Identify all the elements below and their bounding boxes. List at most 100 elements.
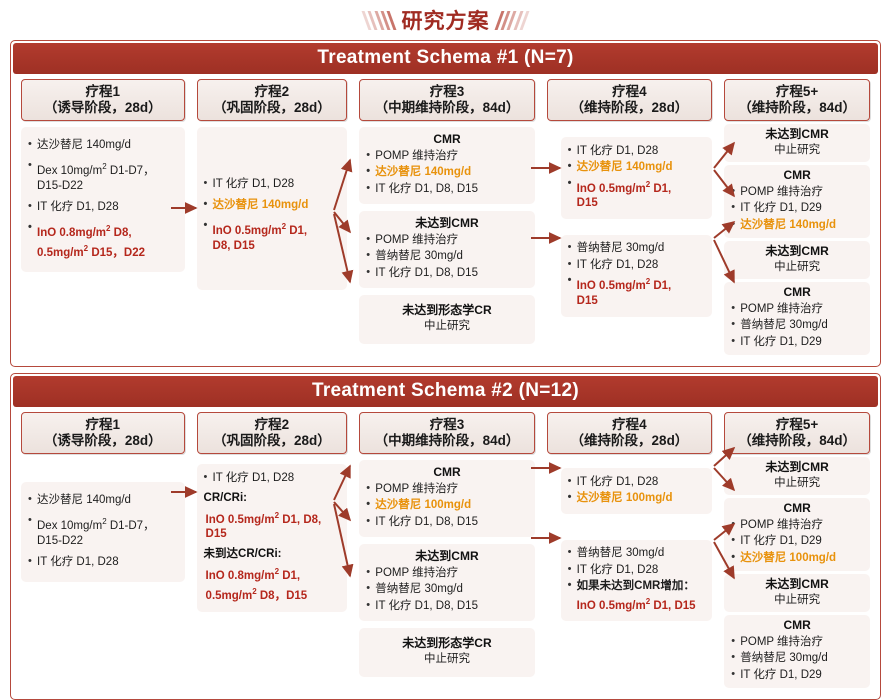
list-item: IT 化疗 D1, D28 [28, 554, 178, 570]
no-cr-cri-label: 未到达CR/CRi: [203, 548, 282, 561]
box-title: 未达到CMR [415, 216, 479, 230]
box-subtitle: 中止研究 [774, 594, 821, 606]
list-item: POMP 维持治疗 [731, 301, 863, 317]
schema-2-header: Treatment Schema #2 (N=12) [13, 376, 878, 407]
list-item: 如果未达到CMR增加：InO 0.5mg/m2 D1, D15 [568, 578, 706, 614]
list-item: 普纳替尼 30mg/d [366, 581, 527, 597]
box-subtitle: 中止研究 [774, 144, 821, 156]
box-subtitle: 中止研究 [423, 653, 470, 665]
list-item: InO 0.5mg/m2 D1,D15 [568, 176, 706, 212]
column-header-cycle-2: 疗程2 （巩固阶段，28d） [196, 79, 348, 121]
box-title: 未达到CMR [765, 460, 829, 474]
list-item: 达沙替尼 140mg/d [366, 164, 527, 180]
s2-c3-nocmr-box: 未达到CMR POMP 维持治疗 普纳替尼 30mg/d IT 化疗 D1, D… [359, 544, 535, 621]
list-item: POMP 维持治疗 [366, 232, 527, 248]
column-phase: （中期维持阶段，84d） [374, 432, 520, 448]
list-item: 普纳替尼 30mg/d [731, 650, 863, 666]
s2-c5-box-4: CMR POMP 维持治疗 普纳替尼 30mg/d IT 化疗 D1, D29 [724, 615, 870, 688]
list-item: POMP 维持治疗 [731, 184, 863, 200]
schema2-column-1: 疗程1 （诱导阶段，28d） 达沙替尼 140mg/d Dex 10mg/m2 … [15, 412, 191, 695]
cr-cri-dose: InO 0.5mg/m2 D1, D8,D15 [205, 510, 322, 541]
list-item: POMP 维持治疗 [731, 517, 863, 533]
column-phase: （巩固阶段，28d） [213, 99, 331, 115]
column-name: 疗程3 [429, 417, 465, 432]
s1-c3-nocmr-box: 未达到CMR POMP 维持治疗 普纳替尼 30mg/d IT 化疗 D1, D… [359, 211, 535, 288]
s2-c3-cmr-box: CMR POMP 维持治疗 达沙替尼 100mg/d IT 化疗 D1, D8,… [359, 460, 535, 537]
schema1-column-4: 疗程4 （维持阶段，28d） IT 化疗 D1, D28 达沙替尼 140mg/… [541, 79, 719, 362]
s1-c5-box-2: CMR POMP 维持治疗 IT 化疗 D1, D29 达沙替尼 140mg/d [724, 165, 870, 238]
list-item: 普纳替尼 30mg/d [568, 240, 706, 256]
column-header-cycle-1: 疗程1 （诱导阶段，28d） [21, 412, 185, 454]
s1-c2-box: IT 化疗 D1, D28 达沙替尼 140mg/d InO 0.5mg/m2 … [196, 127, 348, 290]
list-item: IT 化疗 D1, D29 [731, 334, 863, 350]
box-title: 未达到CMR [765, 244, 829, 258]
column-phase: （维持阶段，28d） [570, 432, 689, 448]
column-header-cycle-3: 疗程3 （中期维持阶段，84d） [359, 79, 535, 121]
column-header-cycle-4: 疗程4 （维持阶段，28d） [546, 412, 713, 454]
no-cr-cri-dose: InO 0.8mg/m2 D1,0.5mg/m2 D8，D15 [205, 567, 308, 602]
column-name: 疗程2 [254, 417, 290, 432]
list-item: IT 化疗 D1, D8, D15 [366, 181, 527, 197]
list-item: 普纳替尼 30mg/d [731, 317, 863, 333]
box-title: 未达到CMR [765, 127, 829, 141]
s2-c5-box-1: 未达到CMR 中止研究 [724, 457, 870, 495]
column-name: 疗程3 [429, 84, 465, 99]
list-item: 达沙替尼 140mg/d [28, 492, 178, 508]
s2-c2-box: IT 化疗 D1, D28 CR/CRi: InO 0.5mg/m2 D1, D… [196, 464, 348, 612]
column-name: 疗程4 [612, 84, 647, 99]
s2-c3-nocr-box: 未达到形态学CR 中止研究 [359, 628, 535, 677]
list-item: IT 化疗 D1, D28 [568, 143, 706, 159]
list-item: POMP 维持治疗 [366, 148, 527, 164]
box-subtitle: 中止研究 [774, 477, 821, 489]
list-item: IT 化疗 D1, D8, D15 [366, 265, 527, 281]
page-title: 研究方案 [401, 10, 490, 33]
list-item: 达沙替尼 100mg/d [731, 550, 863, 566]
s1-c1-box: 达沙替尼 140mg/d Dex 10mg/m2 D1-D7，D15-D22 I… [21, 127, 185, 273]
schema1-column-5: 疗程5+ （维持阶段，84d） 未达到CMR 中止研究 CMR POMP 维持治… [718, 79, 876, 362]
box-title: CMR [783, 501, 811, 515]
s2-c5-box-3: 未达到CMR 中止研究 [724, 574, 870, 612]
list-item: IT 化疗 D1, D28 [568, 562, 706, 578]
list-item: IT 化疗 D1, D28 [568, 474, 706, 490]
s1-c5-box-3: 未达到CMR 中止研究 [724, 241, 870, 279]
list-item: 普纳替尼 30mg/d [568, 545, 706, 561]
list-item: Dex 10mg/m2 D1-D7，D15-D22 [28, 513, 178, 549]
list-item: POMP 维持治疗 [366, 481, 527, 497]
list-item: 达沙替尼 140mg/d [204, 197, 341, 213]
decoration-slashes-left [361, 10, 397, 30]
treatment-schema-2-panel: Treatment Schema #2 (N=12) 疗程1 （诱导阶段，28d… [10, 373, 881, 700]
column-name: 疗程1 [85, 417, 121, 432]
column-name: 疗程5+ [775, 84, 819, 99]
list-item: InO 0.5mg/m2 D1,D15 [568, 273, 706, 309]
list-item: IT 化疗 D1, D28 [28, 199, 178, 215]
column-name: 疗程4 [612, 417, 647, 432]
column-header-cycle-5: 疗程5+ （维持阶段，84d） [724, 79, 870, 121]
box-title: CMR [783, 285, 811, 299]
schema-2-columns: 疗程1 （诱导阶段，28d） 达沙替尼 140mg/d Dex 10mg/m2 … [11, 407, 880, 699]
s1-c3-nocr-box: 未达到形态学CR 中止研究 [359, 295, 535, 344]
list-item: 达沙替尼 100mg/d [366, 497, 527, 513]
treatment-schema-1-panel: Treatment Schema #1 (N=7) 疗程1 （诱导阶段，28d）… [10, 40, 881, 367]
list-item: 普纳替尼 30mg/d [366, 248, 527, 264]
list-item: InO 0.5mg/m2 D1,D8, D15 [204, 218, 341, 254]
column-phase: （诱导阶段，28d） [43, 99, 162, 115]
column-name: 疗程1 [85, 84, 121, 99]
column-header-cycle-2: 疗程2 （巩固阶段，28d） [196, 412, 348, 454]
list-item: IT 化疗 D1, D8, D15 [366, 598, 527, 614]
s2-c5-box-2: CMR POMP 维持治疗 IT 化疗 D1, D29 达沙替尼 100mg/d [724, 498, 870, 571]
page-title-bar: 研究方案 [0, 0, 891, 40]
column-header-cycle-4: 疗程4 （维持阶段，28d） [546, 79, 713, 121]
box-subtitle: 中止研究 [423, 320, 470, 332]
schema1-column-2: 疗程2 （巩固阶段，28d） IT 化疗 D1, D28 达沙替尼 140mg/… [191, 79, 354, 362]
schema2-column-5: 疗程5+ （维持阶段，84d） 未达到CMR 中止研究 CMR POMP 维持治… [718, 412, 876, 695]
column-name: 疗程2 [254, 84, 290, 99]
list-item: InO 0.8mg/m2 D8,0.5mg/m2 D15，D22 [28, 220, 178, 261]
column-phase: （维持阶段，84d） [738, 99, 856, 115]
s1-c5-box-1: 未达到CMR 中止研究 [724, 124, 870, 162]
schema-1-header: Treatment Schema #1 (N=7) [13, 43, 878, 74]
column-header-cycle-1: 疗程1 （诱导阶段，28d） [21, 79, 185, 121]
box-title: CMR [433, 465, 461, 479]
list-item: Dex 10mg/m2 D1-D7，D15-D22 [28, 158, 178, 194]
list-item: IT 化疗 D1, D28 [204, 176, 341, 192]
box-title: CMR [783, 168, 811, 182]
